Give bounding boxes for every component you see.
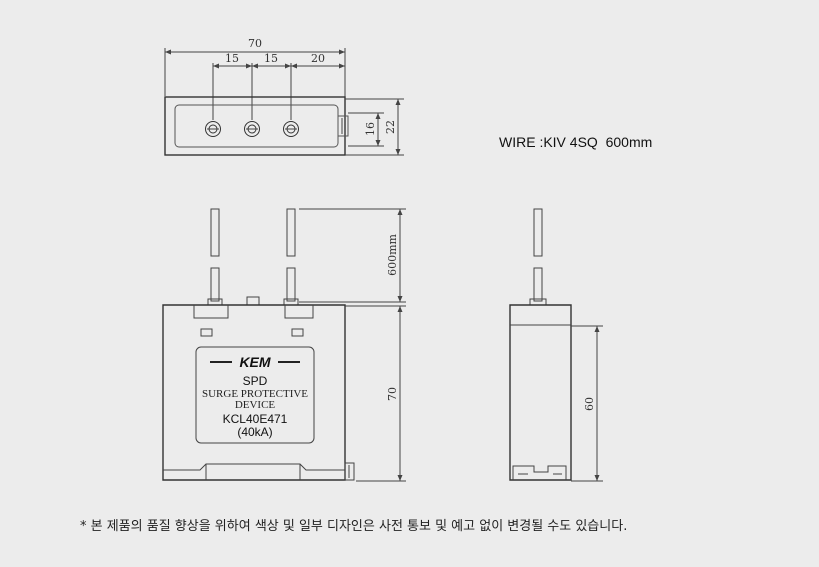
label-rating: (40kA) [237, 425, 272, 439]
front-view [162, 208, 406, 482]
dim-spacing-1: 15 [225, 52, 239, 65]
label-name-line2: DEVICE [235, 399, 276, 411]
top-view [164, 48, 404, 156]
terminal-2 [244, 121, 260, 137]
dim-body-height-side: 60 [583, 397, 596, 411]
dim-outer-height: 22 [384, 120, 397, 134]
dim-body-height-front: 70 [386, 387, 399, 401]
wire-spec-text: WIRE :KIV 4SQ 600mm [499, 134, 653, 150]
dim-inner-height: 16 [364, 122, 377, 136]
dim-spacing-3: 20 [311, 52, 325, 65]
label-name-line1: SURGE PROTECTIVE [202, 388, 308, 400]
terminal-1 [205, 121, 221, 137]
footnote-text: * 본 제품의 품질 향상을 위하여 색상 및 일부 디자인은 사전 통보 및 … [80, 519, 628, 534]
dim-overall-width: 70 [248, 37, 262, 50]
brand-logo: KEM [239, 354, 270, 370]
label-model: KCL40E471 [223, 412, 288, 426]
side-view [509, 208, 603, 482]
terminal-3 [283, 121, 299, 137]
dim-wire-length: 600mm [386, 234, 399, 276]
dim-spacing-2: 15 [264, 52, 278, 65]
label-type: SPD [243, 374, 268, 388]
